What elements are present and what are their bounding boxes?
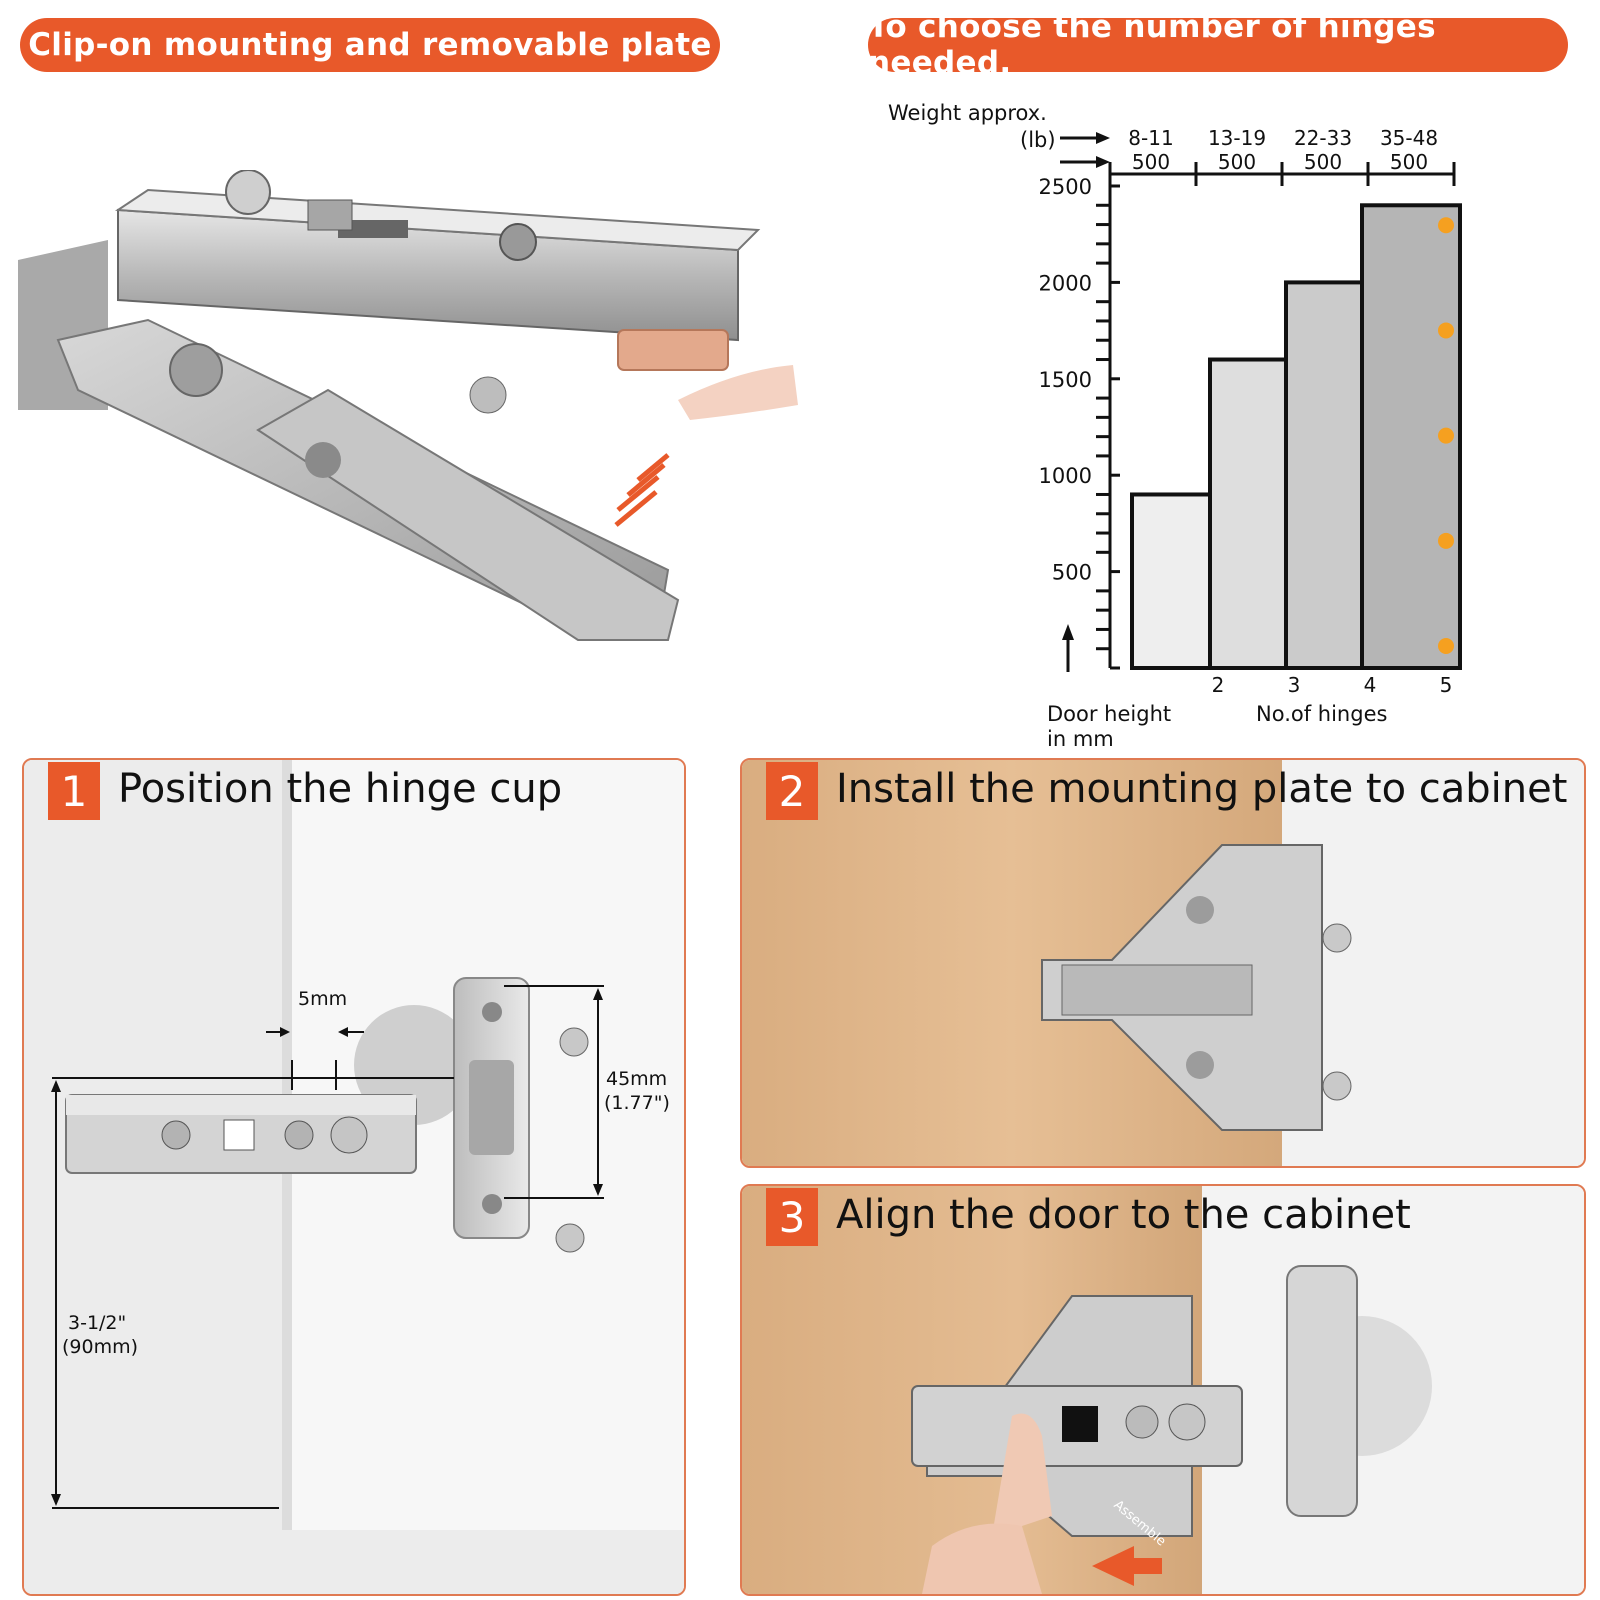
header-pill-left: Clip-on mounting and removable plate (20, 18, 720, 72)
y-tick-label: 500 (1052, 561, 1092, 585)
hinge-dot (1438, 638, 1454, 654)
width-label: 500 (1390, 150, 1428, 174)
step-3-panel: 3 Align the door to the cabinet Assemble (740, 1184, 1586, 1596)
step-2-panel: 2 Install the mounting plate to cabinet (740, 758, 1586, 1168)
plate-height-label: 45mm (606, 1068, 668, 1090)
y-tick-label: 1000 (1039, 464, 1092, 488)
weight-approx-label: Weight approx. (888, 101, 1047, 125)
x-tick-label: 3 (1288, 673, 1301, 697)
plate-height-inch-label: (1.77") (604, 1092, 670, 1114)
y-axis-label-line2: in mm (1047, 727, 1114, 751)
step-1-title: Position the hinge cup (118, 766, 563, 812)
step-1-panel: 1 Position the hinge cup 5mm 45mm (1.77"… (22, 758, 686, 1596)
width-label: 500 (1132, 150, 1170, 174)
step-2-badge: 2 (766, 762, 818, 820)
step-2-illustration (742, 760, 1584, 1166)
weight-range-label: 35-48 (1380, 126, 1438, 150)
y-tick-label: 2000 (1039, 271, 1092, 295)
x-axis-label: No.of hinges (1256, 702, 1388, 726)
hinge-dot (1438, 532, 1454, 549)
y-tick-label: 2500 (1039, 175, 1092, 199)
clip-on-hinge-illustration (18, 170, 798, 641)
x-tick-label: 5 (1440, 673, 1453, 697)
door-offset-label: 3-1/2" (68, 1312, 127, 1334)
step-3-title: Align the door to the cabinet (836, 1192, 1411, 1238)
x-tick-label: 4 (1364, 673, 1377, 697)
arrow-head (1096, 156, 1110, 168)
y-axis-label-line1: Door height (1047, 702, 1172, 726)
hinge-dot (1438, 427, 1454, 444)
step-3-badge: 3 (766, 1188, 818, 1246)
hinge-dot (1438, 322, 1454, 339)
weight-range-label: 22-33 (1294, 126, 1352, 150)
y-up-arrow-head (1062, 624, 1074, 640)
door-offset-mm-label: (90mm) (62, 1336, 139, 1358)
y-tick-label: 1500 (1039, 368, 1092, 392)
width-label: 500 (1304, 150, 1342, 174)
step-3-illustration (742, 1186, 1584, 1594)
step-2-title: Install the mounting plate to cabinet (836, 766, 1568, 812)
weight-unit-label: (lb) (1020, 128, 1056, 152)
hinge-dot (1438, 217, 1454, 234)
x-tick-label: 2 (1212, 673, 1225, 697)
weight-range-label: 8-11 (1128, 126, 1173, 150)
arrow-head (1096, 132, 1110, 144)
step-1-illustration (24, 760, 684, 1594)
width-label: 500 (1218, 150, 1256, 174)
step-1-badge: 1 (48, 762, 100, 820)
weight-range-label: 13-19 (1208, 126, 1266, 150)
gap-dimension-label: 5mm (298, 988, 348, 1010)
